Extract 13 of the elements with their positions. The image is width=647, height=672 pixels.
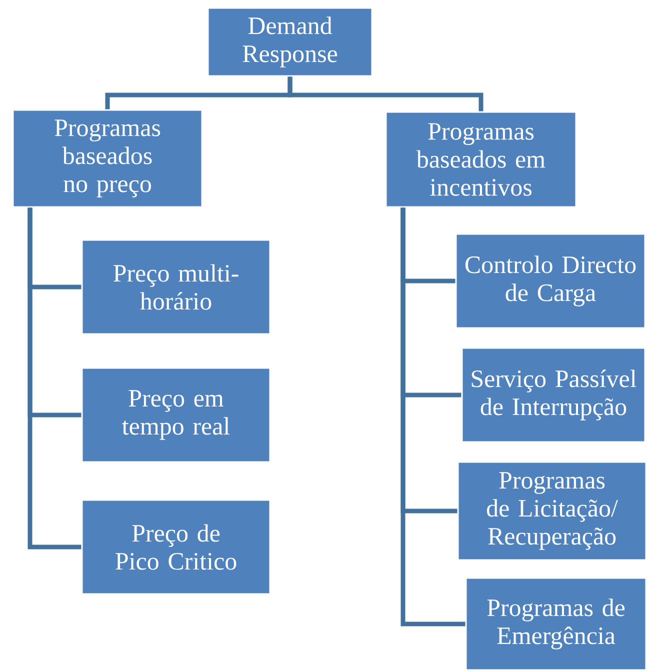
category-box: Preço multi-horário: [81, 239, 271, 335]
category-box: Programas de Emergência: [465, 577, 647, 671]
category-box: Demand Response: [207, 7, 373, 77]
category-box: Programas baseados no preço: [12, 109, 203, 208]
connector-line: [400, 208, 466, 626]
connector-line: [288, 76, 484, 112]
category-box: Serviço Passível de Interrupção: [461, 347, 646, 443]
category-box: Programas de Licitação/ Recuperação: [457, 461, 647, 561]
connector-line: [28, 208, 82, 550]
category-box: Preço de Pico Critico: [81, 499, 271, 595]
category-box: Preço em tempo real: [81, 367, 271, 463]
category-box: Programas baseados em incentivos: [385, 111, 577, 208]
category-box: Controlo Directo de Carga: [455, 233, 646, 329]
